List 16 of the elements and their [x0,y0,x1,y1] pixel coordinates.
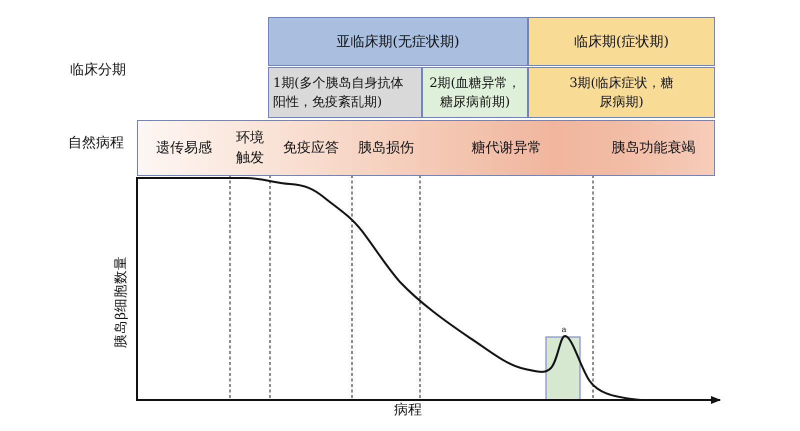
course-stage-cell: 胰岛功能衰竭 [593,120,715,176]
course-stage-cell: 胰岛损伤 [352,120,420,176]
peak-label: a [562,325,566,335]
course-stage-cell: 环境触发 [230,120,270,176]
stage-header-box: 临床期(症状期) [528,17,715,66]
stage-box: 1期(多个胰岛自身抗体阳性，免疫紊乱期) [268,67,422,118]
course-stage-cell: 免疫应答 [270,120,352,176]
row-label: 临床分期 [70,62,126,79]
row-label: 自然病程 [68,135,124,152]
course-stage-cell: 遗传易感 [137,120,230,176]
axis-label: 胰岛β细胞数量 [112,256,130,348]
axis-label: 病程 [394,402,422,419]
stage-header-box: 亚临床期(无症状期) [268,17,528,66]
stage-box: 3期(临床症状，糖尿病期) [528,67,715,118]
course-stage-cell: 糖代谢异常 [420,120,593,176]
stage-box: 2期(血糖异常，糖尿病前期) [422,67,528,118]
